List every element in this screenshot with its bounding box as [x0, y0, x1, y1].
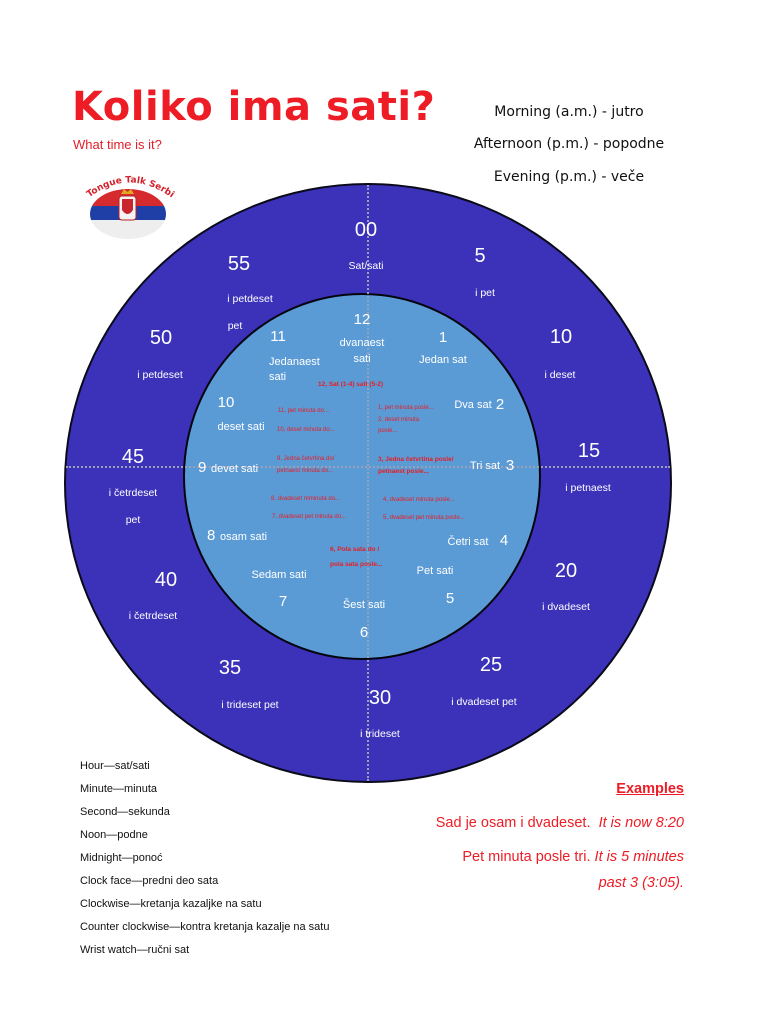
- minute-40-number: 40: [154, 569, 178, 591]
- vocab-item: Clock face—predni deo sata: [80, 875, 219, 887]
- minute-55-number: 55: [227, 253, 251, 275]
- hour-1-word: Jedan sat: [419, 354, 467, 366]
- phrase-3b: petnaest posle...: [378, 468, 429, 475]
- hour-5-number: 5: [445, 590, 455, 607]
- vocab-item: Hour—sat/sati: [80, 760, 150, 772]
- phrase-4: 4, dvadeset minuta posle...: [383, 497, 455, 503]
- hour-6-word: Šest sati: [342, 599, 386, 611]
- minute-15-number: 15: [577, 440, 601, 462]
- phrase-10: 10, deset minuta do...: [277, 427, 335, 433]
- example-2-english: It is 5 minutes: [594, 849, 684, 865]
- phrase-11: 11, pet minuta do...: [278, 408, 329, 414]
- hour-8-word: osam sati: [220, 531, 268, 543]
- hour-12-number: 12: [353, 311, 371, 328]
- phrase-5: 5, dvadeset pet minuta posle...: [383, 515, 465, 521]
- vocab-item: Noon—podne: [80, 829, 148, 841]
- phrase-9b: petnaest minuta do...: [277, 468, 334, 474]
- hour-12-word: dvanaest: [339, 337, 385, 349]
- minute-25-word: i dvadeset pet: [451, 696, 517, 708]
- minute-50-word: i petdeset: [137, 369, 183, 381]
- hour-9-number: 9: [198, 459, 207, 476]
- example-2-cont: past 3 (3:05).: [599, 875, 684, 891]
- vocab-item: Second—sekunda: [80, 806, 170, 818]
- hour-2-number: 2: [495, 396, 505, 413]
- phrase-2a: 2, deset minuta: [378, 417, 420, 423]
- minute-55-word-2: pet: [227, 320, 243, 332]
- vocab-item: Counter clockwise—kontra kretanja kazalj…: [80, 921, 330, 933]
- phrase-2b: posle...: [378, 428, 398, 434]
- hour-5-word: Pet sati: [416, 565, 454, 577]
- page-title: Koliko ima sati?: [72, 84, 436, 130]
- minute-30-number: 30: [368, 687, 392, 709]
- minute-35-number: 35: [218, 657, 242, 679]
- clock-hour-face: [183, 293, 541, 660]
- hour-1-number: 1: [438, 329, 448, 346]
- minute-10-number: 10: [549, 326, 573, 348]
- minute-45-number: 45: [121, 446, 145, 468]
- phrase-1: 1, pet minuta posle...: [378, 405, 434, 411]
- hour-7-word: Sedam sati: [251, 569, 307, 581]
- minute-25-number: 25: [479, 654, 503, 676]
- minute-00-word: Sat/sati: [348, 260, 384, 272]
- example-2-english-2: past 3 (3:05).: [598, 875, 684, 891]
- vocab-item: Wrist watch—ručni sat: [80, 944, 190, 956]
- hour-2-word: Dva sat: [454, 399, 492, 411]
- hour-3-word: Tri sat: [469, 460, 501, 472]
- phrase-6b: pola sata posle...: [330, 561, 383, 568]
- page-subtitle: What time is it?: [73, 137, 162, 152]
- minute-05-word: i pet: [475, 287, 495, 299]
- hour-10-word: deset sati: [217, 421, 265, 433]
- example-2: Pet minuta posle tri. It is 5 minutes: [462, 849, 684, 865]
- hour-8-number: 8: [207, 527, 216, 544]
- hour-9-word: devet sati: [211, 463, 259, 475]
- minute-45-word: i četrdeset: [108, 487, 158, 499]
- period-afternoon: Afternoon (p.m.) - popodne: [473, 136, 665, 152]
- phrase-6a: 6, Pola sata do /: [330, 546, 380, 553]
- minute-40-word: i četrdeset: [128, 610, 178, 622]
- minute-00-number: 00: [354, 219, 378, 241]
- vertical-axis-line: [367, 185, 369, 781]
- minute-35-word: i trideset pet: [221, 699, 279, 711]
- minute-20-word: i dvadeset: [542, 601, 590, 613]
- hour-4-word: Četri sat: [447, 536, 489, 548]
- hour-3-number: 3: [505, 457, 515, 474]
- example-1-english: It is now 8:20: [598, 815, 684, 831]
- examples-heading: Examples: [616, 781, 684, 797]
- phrase-3a: 3, Jedna četvrtina posle/: [378, 456, 454, 463]
- minute-55-word: i petdeset: [227, 293, 273, 305]
- minute-45-word-2: pet: [125, 514, 141, 526]
- hour-10-number: 10: [217, 394, 235, 411]
- hour-6-number: 6: [359, 624, 369, 641]
- example-2-serbian: Pet minuta posle tri.: [462, 849, 591, 865]
- phrase-9a: 9, Jedna četvrtina do/: [277, 456, 335, 462]
- tongue-talk-serbia-logo: Tongue Talk Serbia: [77, 163, 176, 240]
- minute-05-number: 5: [474, 245, 486, 267]
- period-evening: Evening (p.m.) - veče: [493, 169, 645, 185]
- vocab-item: Minute—minuta: [80, 783, 158, 795]
- minute-20-number: 20: [554, 560, 578, 582]
- vocab-item: Clockwise—kretanja kazaljke na satu: [80, 898, 262, 910]
- minute-30-word: i trideset: [360, 728, 400, 740]
- example-1-serbian: Sad je osam i dvadeset.: [435, 815, 591, 831]
- period-morning: Morning (a.m.) - jutro: [494, 104, 644, 120]
- phrase-7: 7, dvadeset pet minuta do...: [272, 514, 347, 520]
- hour-7-number: 7: [278, 593, 288, 610]
- hour-11-word: Jedanaest: [269, 356, 320, 368]
- hour-11-number: 11: [270, 328, 286, 345]
- minute-50-number: 50: [149, 327, 173, 349]
- example-1: Sad je osam i dvadeset. It is now 8:20: [436, 815, 684, 831]
- horizontal-axis-line: [66, 466, 670, 468]
- phrase-8: 8, dvadeset mminuta do...: [271, 496, 341, 502]
- vocab-item: Midnight—ponoć: [80, 852, 163, 864]
- hour-12-word-2: sati: [353, 353, 371, 365]
- minute-10-word: i deset: [544, 369, 576, 381]
- serbian-flag-icon: Tongue Talk Serbia: [77, 163, 176, 239]
- hour-4-number: 4: [499, 532, 509, 549]
- hour-11-word-2: sati: [269, 371, 287, 383]
- minute-15-word: i petnaest: [565, 482, 611, 494]
- phrase-12: 12, Sat (1-4) sati (5-2): [318, 381, 384, 388]
